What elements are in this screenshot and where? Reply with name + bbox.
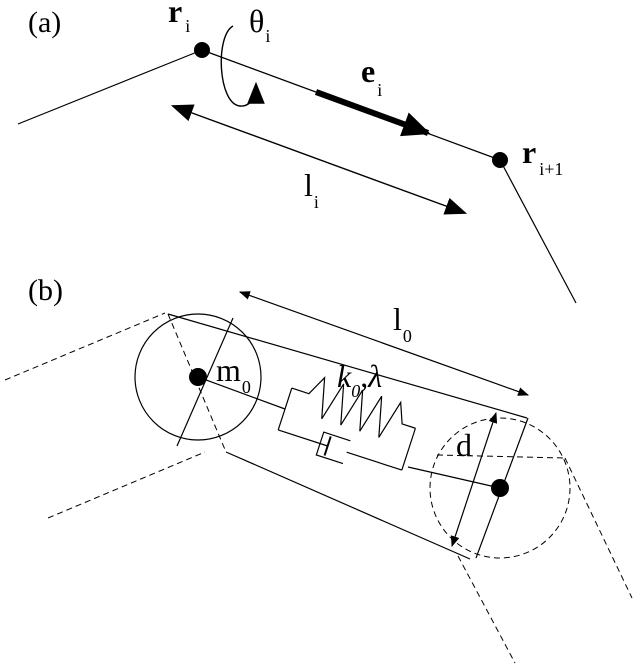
panel-a-label: (a)	[28, 6, 61, 39]
panel-b-label: (b)	[28, 274, 63, 307]
label-k-lambda: k0,λ	[337, 358, 382, 401]
backbone-segment-right	[499, 159, 577, 304]
bead-r-i	[194, 42, 210, 58]
dashpot-rod-left	[278, 429, 328, 447]
dashpot-cylinder	[315, 431, 351, 465]
unit-vector-e-i	[314, 89, 431, 137]
label-l-0: l0	[393, 301, 412, 346]
length-arrow-l-i	[170, 104, 468, 215]
cylinder-bottom-edge	[225, 451, 471, 560]
dashed-chain-left-lower	[47, 451, 206, 519]
bead-r-i1	[492, 152, 508, 168]
dashed-chain-right-lower	[457, 555, 516, 664]
backbone-segment-left	[17, 49, 203, 125]
panel-b: (b)	[4, 274, 633, 664]
dashed-chain-left-upper	[4, 312, 166, 381]
spring-frame-right	[401, 428, 417, 471]
label-l-i: li	[304, 167, 319, 212]
dashed-chain-right-upper	[564, 457, 633, 599]
bead-sphere-right	[429, 417, 571, 559]
length-arrow-l-0	[238, 291, 530, 396]
dashpot-piston	[323, 436, 332, 456]
diameter-arrow-d	[450, 411, 498, 548]
label-d: d	[456, 427, 472, 463]
connector-right	[407, 466, 501, 489]
label-m-0: m0	[216, 352, 251, 397]
dashpot-rod-right	[346, 451, 403, 471]
label-e-i: ei	[361, 53, 382, 100]
label-theta-i: θi	[249, 3, 270, 46]
spring-frame-left	[277, 387, 293, 431]
